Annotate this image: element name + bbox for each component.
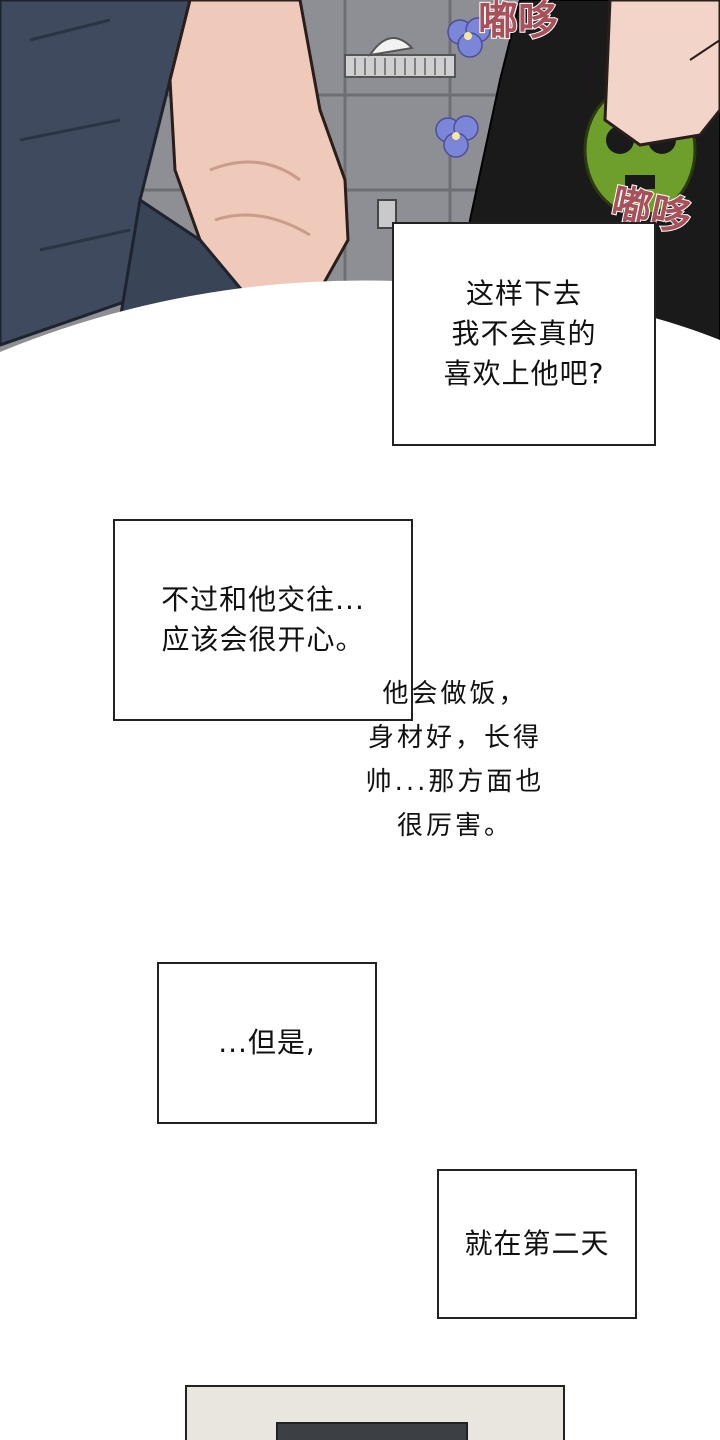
caption-line: 这样下去 [465,277,582,310]
caption-box-2: 不过和他交往... 应该会很开心。 [113,519,413,721]
caption-text-3: ...但是, [218,1026,316,1059]
sfx-knock-top: 嘟哆 [477,0,559,45]
thought-line: 很厉害。 [396,811,513,841]
caption-text-1: 这样下去 我不会真的 喜欢上他吧? [444,274,605,394]
caption-box-4: 就在第二天 [437,1169,637,1319]
caption-line: 喜欢上他吧? [443,357,605,390]
caption-box-1: 这样下去 我不会真的 喜欢上他吧? [392,222,656,446]
thought-line: 他会做饭， [382,679,528,709]
caption-line: 不过和他交往... [161,583,365,616]
caption-line: 应该会很开心。 [161,623,365,656]
caption-text-2: 不过和他交往... 应该会很开心。 [161,580,365,660]
caption-text-4: 就在第二天 [464,1227,610,1260]
thought-line: 身材好，长得 [367,723,542,753]
inner-thought-text: 他会做饭， 身材好，长得 帅...那方面也 很厉害。 [350,672,560,848]
bottom-illustration-panel [185,1385,565,1440]
caption-box-3: ...但是, [157,962,377,1124]
thought-line: 帅...那方面也 [365,767,545,797]
room-scene-illustration [187,1387,563,1440]
caption-line: 我不会真的 [451,317,597,350]
